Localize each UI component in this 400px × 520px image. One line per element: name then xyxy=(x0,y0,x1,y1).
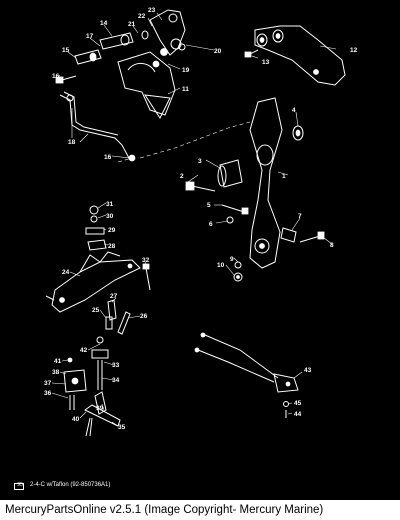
linkage-bracket xyxy=(45,202,151,335)
callout-34: 34 xyxy=(112,377,120,384)
callout-17: 17 xyxy=(86,33,94,40)
pedal-assembly xyxy=(55,9,251,163)
cable-assembly xyxy=(194,332,303,418)
callout-40: 40 xyxy=(72,416,80,423)
callout-39: 39 xyxy=(96,405,104,412)
callout-4: 4 xyxy=(292,107,296,114)
callout-38: 38 xyxy=(52,369,60,376)
lubricant-code: 95 xyxy=(17,482,23,488)
callout-21: 21 xyxy=(128,21,136,28)
lower-lever-assembly xyxy=(51,336,121,437)
callout-24: 24 xyxy=(62,269,70,276)
callout-23: 23 xyxy=(148,7,156,14)
callout-9: 9 xyxy=(230,256,234,263)
callout-5: 5 xyxy=(207,202,211,209)
callout-labels: 1 2 3 4 5 6 7 8 9 10 11 12 13 14 15 16 1… xyxy=(44,7,358,431)
callout-41: 41 xyxy=(54,358,62,365)
callout-42: 42 xyxy=(80,347,88,354)
copyright-footer: MercuryPartsOnline v2.5.1 (Image Copyrig… xyxy=(0,501,400,520)
callout-14: 14 xyxy=(100,20,108,27)
callout-30: 30 xyxy=(106,213,114,220)
callout-45: 45 xyxy=(294,400,302,407)
callout-22: 22 xyxy=(138,13,146,20)
callout-7: 7 xyxy=(298,213,302,220)
callout-8: 8 xyxy=(330,242,334,249)
callout-37: 37 xyxy=(44,380,52,387)
steering-arm xyxy=(185,97,333,282)
callout-16-top: 16 xyxy=(52,73,60,80)
callout-43: 43 xyxy=(304,367,312,374)
callout-1: 1 xyxy=(282,173,286,180)
mounting-bracket xyxy=(244,25,346,86)
callout-3: 3 xyxy=(198,158,202,165)
callout-36: 36 xyxy=(44,390,52,397)
copyright-text: MercuryPartsOnline v2.5.1 (Image Copyrig… xyxy=(5,504,324,516)
callout-12: 12 xyxy=(350,47,358,54)
callout-18: 18 xyxy=(68,139,76,146)
callout-2: 2 xyxy=(180,173,184,180)
callout-26: 26 xyxy=(140,313,148,320)
callout-6: 6 xyxy=(209,221,213,228)
callout-35: 35 xyxy=(118,424,126,431)
callout-27: 27 xyxy=(110,293,118,300)
diagram-drawing: 1 2 3 4 5 6 7 8 9 10 11 12 13 14 15 16 1… xyxy=(44,7,358,437)
callout-28: 28 xyxy=(108,243,116,250)
callout-25: 25 xyxy=(92,307,100,314)
callout-44: 44 xyxy=(294,411,302,418)
callout-16-bottom: 16 xyxy=(104,154,112,161)
callout-32: 32 xyxy=(142,257,150,264)
callout-15: 15 xyxy=(62,47,70,54)
callout-10: 10 xyxy=(217,262,225,269)
lubricant-symbol xyxy=(14,483,24,490)
exploded-parts-diagram: 1 2 3 4 5 6 7 8 9 10 11 12 13 14 15 16 1… xyxy=(0,0,400,500)
callout-19: 19 xyxy=(182,67,190,74)
callout-29: 29 xyxy=(108,227,116,234)
callout-20: 20 xyxy=(214,48,222,55)
callout-11: 11 xyxy=(182,86,189,93)
lubricant-legend-text: 2-4-C w/Taflon (92-850736A1) xyxy=(30,482,111,488)
callout-13: 13 xyxy=(262,59,270,66)
callout-33: 33 xyxy=(112,362,120,369)
callout-31: 31 xyxy=(106,201,114,208)
